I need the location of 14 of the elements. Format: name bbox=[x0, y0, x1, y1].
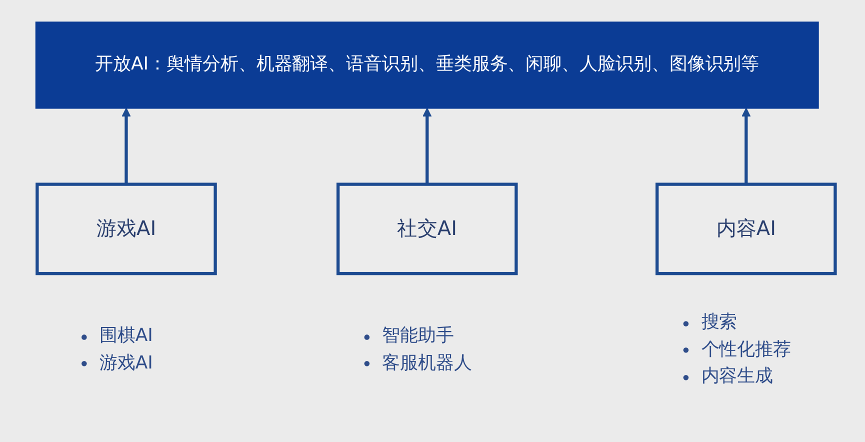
arrow bbox=[422, 108, 432, 184]
node-box: 内容AI bbox=[656, 182, 837, 276]
list-item: 智能助手 bbox=[382, 322, 472, 350]
list-item: 围棋AI bbox=[99, 322, 153, 350]
list-item: 游戏AI bbox=[99, 350, 153, 377]
arrow bbox=[122, 108, 131, 184]
list-item: 客服机器人 bbox=[382, 350, 472, 377]
node-box: 游戏AI bbox=[36, 182, 217, 276]
list-item: 个性化推荐 bbox=[701, 336, 792, 364]
list-item: 内容生成 bbox=[701, 363, 792, 390]
node-box: 开放AI：舆情分析、机器翻译、语音识别、垂类服务、闲聊、人脸识别、图像识别等 bbox=[35, 22, 819, 109]
list-item: 搜索 bbox=[701, 309, 792, 336]
arrow bbox=[742, 108, 751, 184]
node-box: 社交AI bbox=[336, 182, 518, 276]
